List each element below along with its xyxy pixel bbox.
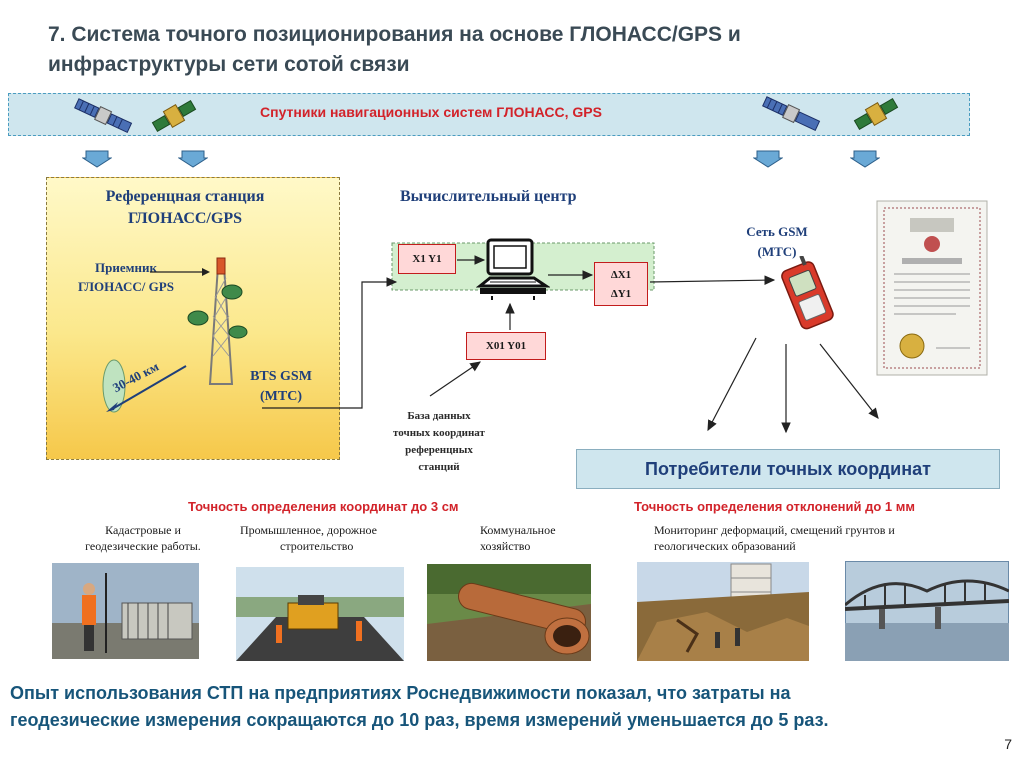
slide-title: 7. Система точного позиционирования на о…: [48, 20, 888, 80]
photo-bridge: [845, 561, 1009, 661]
caption-monitoring-line1: Мониторинг деформаций, смещений грунтов …: [654, 523, 895, 537]
delta-to-gsm-line: [649, 275, 776, 285]
receiver-label: Приемник ГЛОНАСС/ GPS: [56, 258, 196, 296]
receiver-label-line2: ГЛОНАСС/ GPS: [78, 279, 174, 294]
photo-road-construction: [236, 567, 404, 661]
down-arrow-icon: [178, 150, 208, 168]
caption-utilities-line1: Коммунальное: [480, 523, 556, 537]
conclusion-text: Опыт использования СТП на предприятиях Р…: [10, 680, 1010, 734]
caption-utilities-line2: хозяйство: [480, 539, 531, 553]
bts-label-line2: (МТС): [260, 389, 302, 404]
delta-x-label: ΔX1: [610, 269, 632, 281]
bts-label: BTS GSM (МТС): [236, 367, 326, 407]
reference-coordinates-box: X01 Y01: [466, 332, 546, 360]
computer-icon: [476, 238, 550, 300]
satellite-icon: [762, 96, 821, 132]
range-coverage-icon: [102, 359, 187, 413]
mobile-phone-icon: [781, 256, 834, 330]
accuracy-left-label: Точность определения координат до 3 см: [188, 499, 459, 514]
caption-cadastral-line1: Кадастровые и: [105, 523, 181, 537]
gsm-network-label-line1: Сеть GSM: [746, 224, 808, 239]
photo-utilities-pipes: [427, 564, 591, 661]
database-label-line4: станций: [418, 461, 460, 473]
satellites-label: Спутники навигационных систем ГЛОНАСС, G…: [260, 104, 602, 120]
down-arrow-icon: [850, 150, 880, 168]
input-coordinates-box: X1 Y1: [398, 244, 456, 274]
satellite-icon: [151, 99, 197, 133]
conclusion-line1: Опыт использования СТП на предприятиях Р…: [10, 683, 791, 703]
gsm-network-label-line2: (МТС): [757, 244, 797, 259]
caption-monitoring-line2: геологических образований: [654, 539, 796, 553]
database-label-line2: точных координат: [393, 427, 485, 439]
down-arrow-icon: [82, 150, 112, 168]
database-label: База данных точных координат референцных…: [372, 408, 506, 476]
caption-construction: Промышленное, дорожное строительство: [240, 522, 420, 554]
caption-monitoring: Мониторинг деформаций, смещений грунтов …: [654, 522, 984, 554]
slide-title-line2: инфраструктуры сети сотой связи: [48, 53, 410, 76]
reference-station-title: Референцная станция ГЛОНАСС/GPS: [60, 186, 310, 230]
delta-coordinates-box: ΔX1 ΔY1: [594, 262, 648, 306]
database-label-line3: референцных: [405, 444, 473, 456]
antenna-tower-icon: [187, 257, 248, 385]
photo-ground-deformation: [637, 562, 809, 661]
page-number: 7: [1004, 736, 1012, 752]
database-pointer: [429, 361, 481, 397]
bts-label-line1: BTS GSM: [250, 369, 312, 384]
receiver-label-line1: Приемник: [95, 260, 157, 275]
database-label-line1: База данных: [407, 410, 471, 422]
gsm-network-label: Сеть GSM (МТС): [732, 222, 822, 262]
photo-cadastral-survey: [52, 563, 199, 659]
gsm-to-consumer-line-3: [819, 343, 879, 419]
conclusion-line2: геодезические измерения сокращаются до 1…: [10, 710, 829, 730]
reference-station-title-line2: ГЛОНАСС/GPS: [127, 210, 242, 227]
caption-construction-line1: Промышленное, дорожное: [240, 523, 377, 537]
accuracy-right-label: Точность определения отклонений до 1 мм: [634, 499, 915, 514]
slide-title-line1: 7. Система точного позиционирования на о…: [48, 23, 741, 46]
computing-center-title: Вычислительный центр: [400, 188, 577, 205]
caption-utilities: Коммунальное хозяйство: [480, 522, 620, 554]
delta-y-label: ΔY1: [610, 288, 632, 300]
patent-document-icon: [876, 200, 988, 376]
satellite-icon: [74, 98, 133, 134]
down-arrow-icon: [753, 150, 783, 168]
caption-cadastral-line2: геодезические работы.: [85, 539, 201, 553]
consumers-box: Потребители точных координат: [576, 449, 1000, 489]
caption-construction-line2: строительство: [280, 539, 354, 553]
pointer-arrow-icon: [150, 268, 210, 276]
satellite-icon: [853, 97, 899, 131]
reference-station-title-line1: Референцная станция: [105, 188, 265, 205]
gsm-to-consumer-line-1: [707, 337, 757, 432]
caption-cadastral: Кадастровые и геодезические работы.: [58, 522, 228, 554]
